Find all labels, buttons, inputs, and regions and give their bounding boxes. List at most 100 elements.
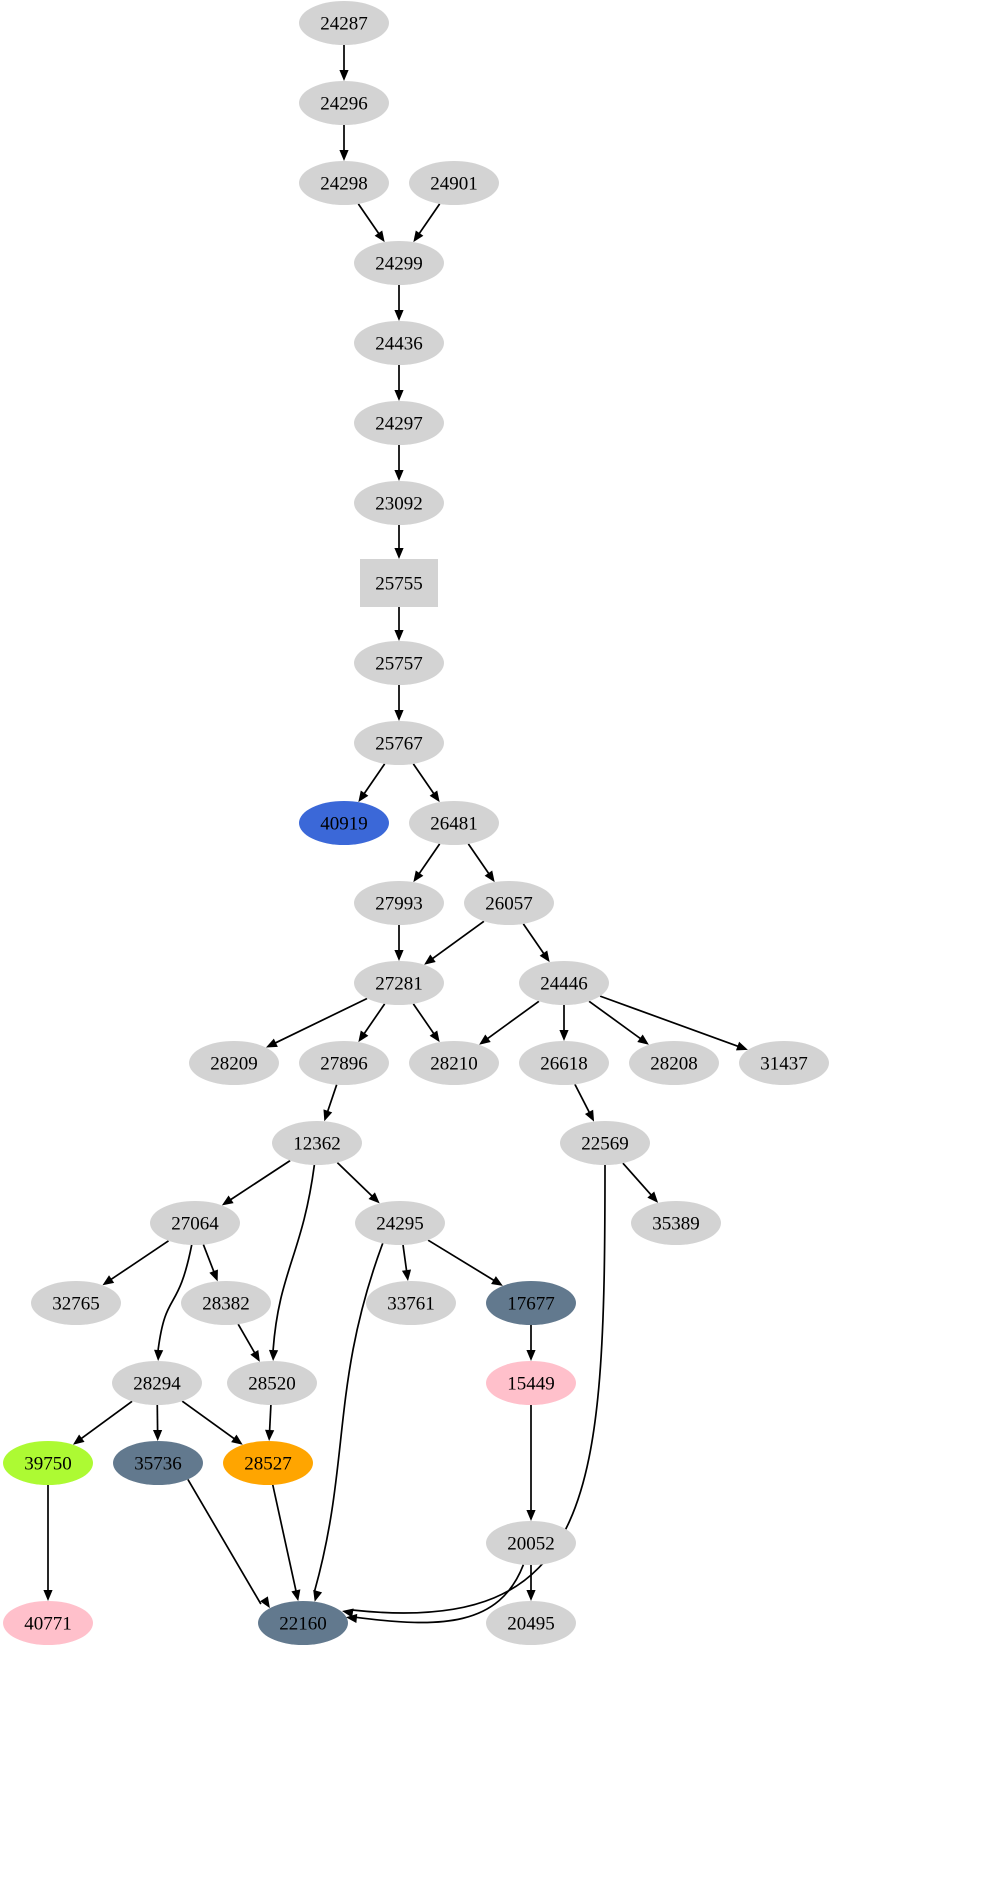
edge-line (202, 1244, 215, 1272)
arrow-head (260, 1596, 270, 1609)
graph-node-27064[interactable]: 27064 (150, 1201, 240, 1245)
graph-node-28209[interactable]: 28209 (189, 1041, 279, 1085)
node-ellipse-shape[interactable] (486, 1521, 576, 1565)
graph-node-15449[interactable]: 15449 (486, 1361, 576, 1405)
graph-node-40919[interactable]: 40919 (299, 801, 389, 845)
node-ellipse-shape[interactable] (355, 1201, 445, 1245)
node-ellipse-shape[interactable] (150, 1201, 240, 1245)
graph-node-28294[interactable]: 28294 (112, 1361, 202, 1405)
graph-node-32765[interactable]: 32765 (31, 1281, 121, 1325)
node-ellipse-shape[interactable] (519, 1041, 609, 1085)
graph-node-27281[interactable]: 27281 (354, 961, 444, 1005)
node-ellipse-shape[interactable] (299, 1, 389, 45)
node-ellipse-shape[interactable] (258, 1601, 348, 1645)
edge-24298-to-24299 (357, 203, 385, 243)
node-ellipse-shape[interactable] (409, 801, 499, 845)
graph-node-24298[interactable]: 24298 (299, 161, 389, 205)
node-ellipse-shape[interactable] (3, 1601, 93, 1645)
graph-node-24295[interactable]: 24295 (355, 1201, 445, 1245)
graph-node-23092[interactable]: 23092 (354, 481, 444, 525)
graph-node-28382[interactable]: 28382 (181, 1281, 271, 1325)
edge-28294-to-35736 (152, 1404, 163, 1442)
node-ellipse-shape[interactable] (354, 721, 444, 765)
graph-node-31437[interactable]: 31437 (739, 1041, 829, 1085)
graph-node-24287[interactable]: 24287 (299, 1, 389, 45)
graph-node-22569[interactable]: 22569 (560, 1121, 650, 1165)
node-ellipse-shape[interactable] (486, 1361, 576, 1405)
graph-node-28520[interactable]: 28520 (227, 1361, 317, 1405)
edge-22569-to-35389 (622, 1162, 659, 1203)
graph-node-25755[interactable]: 25755 (360, 559, 438, 607)
graph-node-28210[interactable]: 28210 (409, 1041, 499, 1085)
graph-node-25767[interactable]: 25767 (354, 721, 444, 765)
node-ellipse-shape[interactable] (354, 481, 444, 525)
arrow-head (429, 790, 440, 803)
graph-node-39750[interactable]: 39750 (3, 1441, 93, 1485)
graph-node-35389[interactable]: 35389 (631, 1201, 721, 1245)
node-ellipse-shape[interactable] (112, 1361, 202, 1405)
node-ellipse-shape[interactable] (354, 241, 444, 285)
graph-node-26057[interactable]: 26057 (464, 881, 554, 925)
graph-node-27896[interactable]: 27896 (299, 1041, 389, 1085)
graph-node-22160[interactable]: 22160 (258, 1601, 348, 1645)
graph-node-26618[interactable]: 26618 (519, 1041, 609, 1085)
node-ellipse-shape[interactable] (409, 1041, 499, 1085)
arrow-head (394, 630, 404, 641)
graph-node-24436[interactable]: 24436 (354, 321, 444, 365)
graph-node-24299[interactable]: 24299 (354, 241, 444, 285)
graph-node-17677[interactable]: 17677 (486, 1281, 576, 1325)
node-ellipse-shape[interactable] (227, 1361, 317, 1405)
node-ellipse-shape[interactable] (354, 321, 444, 365)
arrow-head (526, 1510, 536, 1521)
node-ellipse-shape[interactable] (409, 161, 499, 205)
graph-node-20052[interactable]: 20052 (486, 1521, 576, 1565)
node-ellipse-shape[interactable] (519, 961, 609, 1005)
edge-27993-to-27281 (394, 925, 404, 961)
graph-node-28208[interactable]: 28208 (629, 1041, 719, 1085)
graph-node-33761[interactable]: 33761 (366, 1281, 456, 1325)
arrow-head (368, 1192, 380, 1204)
graph-node-24446[interactable]: 24446 (519, 961, 609, 1005)
node-ellipse-shape[interactable] (181, 1281, 271, 1325)
graph-node-27993[interactable]: 27993 (354, 881, 444, 925)
graph-node-24901[interactable]: 24901 (409, 161, 499, 205)
node-ellipse-shape[interactable] (486, 1601, 576, 1645)
graph-node-24297[interactable]: 24297 (354, 401, 444, 445)
node-ellipse-shape[interactable] (223, 1441, 313, 1485)
node-ellipse-shape[interactable] (299, 81, 389, 125)
node-ellipse-shape[interactable] (464, 881, 554, 925)
arrow-head (559, 1030, 569, 1041)
node-ellipse-shape[interactable] (299, 161, 389, 205)
node-box-shape[interactable] (360, 559, 438, 607)
graph-node-35736[interactable]: 35736 (113, 1441, 203, 1485)
node-ellipse-shape[interactable] (631, 1201, 721, 1245)
graph-node-26481[interactable]: 26481 (409, 801, 499, 845)
node-ellipse-shape[interactable] (354, 881, 444, 925)
arrow-head (102, 1275, 115, 1286)
node-ellipse-shape[interactable] (3, 1441, 93, 1485)
node-ellipse-shape[interactable] (113, 1441, 203, 1485)
graph-node-24296[interactable]: 24296 (299, 81, 389, 125)
node-ellipse-shape[interactable] (354, 641, 444, 685)
node-ellipse-shape[interactable] (366, 1281, 456, 1325)
arrow-head (394, 950, 404, 961)
graph-node-28527[interactable]: 28527 (223, 1441, 313, 1485)
graph-node-12362[interactable]: 12362 (272, 1121, 362, 1165)
graph-node-40771[interactable]: 40771 (3, 1601, 93, 1645)
node-ellipse-shape[interactable] (560, 1121, 650, 1165)
graph-node-20495[interactable]: 20495 (486, 1601, 576, 1645)
node-ellipse-shape[interactable] (299, 1041, 389, 1085)
graph-node-25757[interactable]: 25757 (354, 641, 444, 685)
node-ellipse-shape[interactable] (299, 801, 389, 845)
node-ellipse-shape[interactable] (189, 1041, 279, 1085)
edge-23092-to-25755 (394, 525, 404, 559)
edge-line (355, 1564, 525, 1624)
node-ellipse-shape[interactable] (272, 1121, 362, 1165)
node-ellipse-shape[interactable] (31, 1281, 121, 1325)
node-ellipse-shape[interactable] (486, 1281, 576, 1325)
node-ellipse-shape[interactable] (354, 401, 444, 445)
node-ellipse-shape[interactable] (354, 961, 444, 1005)
arrow-head (231, 1434, 243, 1445)
node-ellipse-shape[interactable] (629, 1041, 719, 1085)
node-ellipse-shape[interactable] (739, 1041, 829, 1085)
